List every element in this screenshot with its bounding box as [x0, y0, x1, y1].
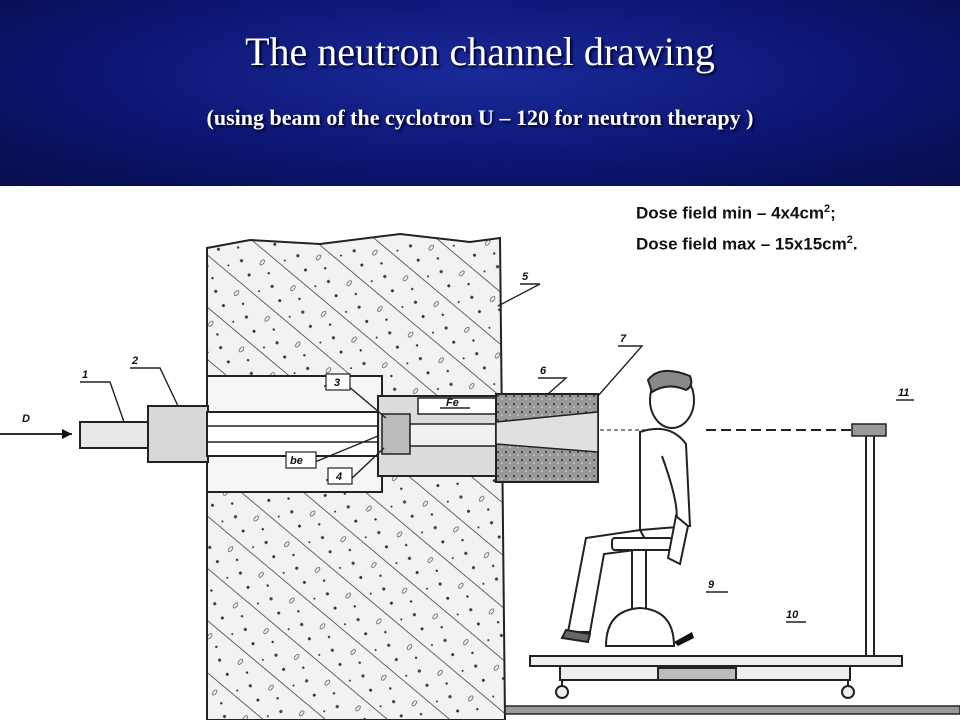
- label-beam: D: [22, 413, 30, 425]
- label-2: 2: [131, 355, 138, 367]
- label-fe: Fe: [446, 397, 459, 409]
- treatment-chair: [604, 514, 690, 647]
- label-3: 3: [334, 377, 340, 389]
- dose-field-min: Dose field min – 4x4cm2;: [636, 203, 836, 223]
- slide-subtitle: (using beam of the cyclotron U – 120 for…: [206, 105, 754, 130]
- label-7: 7: [620, 333, 627, 345]
- slide-header: The neutron channel drawing (using beam …: [0, 0, 960, 186]
- dose-field-notes: Dose field min – 4x4cm2; Dose field max …: [636, 196, 858, 257]
- dose-field-max: Dose field max – 15x15cm2.: [636, 233, 858, 254]
- inner-tube: [206, 411, 383, 457]
- label-9: 9: [708, 579, 715, 591]
- dosimeter-stand-head: [851, 423, 887, 437]
- beam-pipe: [79, 421, 151, 449]
- label-5: 5: [522, 271, 529, 283]
- flange: [147, 405, 209, 463]
- label-1: 1: [82, 369, 88, 381]
- label-6: 6: [540, 365, 547, 377]
- label-11: 11: [898, 387, 909, 399]
- patient-figure: [560, 369, 695, 644]
- neutron-channel-drawing: D 1 2 3 4 5 6 7 9 10 11 be Fe: [0, 232, 960, 720]
- patient-platform: [529, 655, 903, 699]
- label-4: 4: [335, 471, 342, 483]
- slide-title: The neutron channel drawing: [245, 29, 715, 74]
- label-10: 10: [786, 609, 799, 621]
- label-be: be: [290, 455, 303, 467]
